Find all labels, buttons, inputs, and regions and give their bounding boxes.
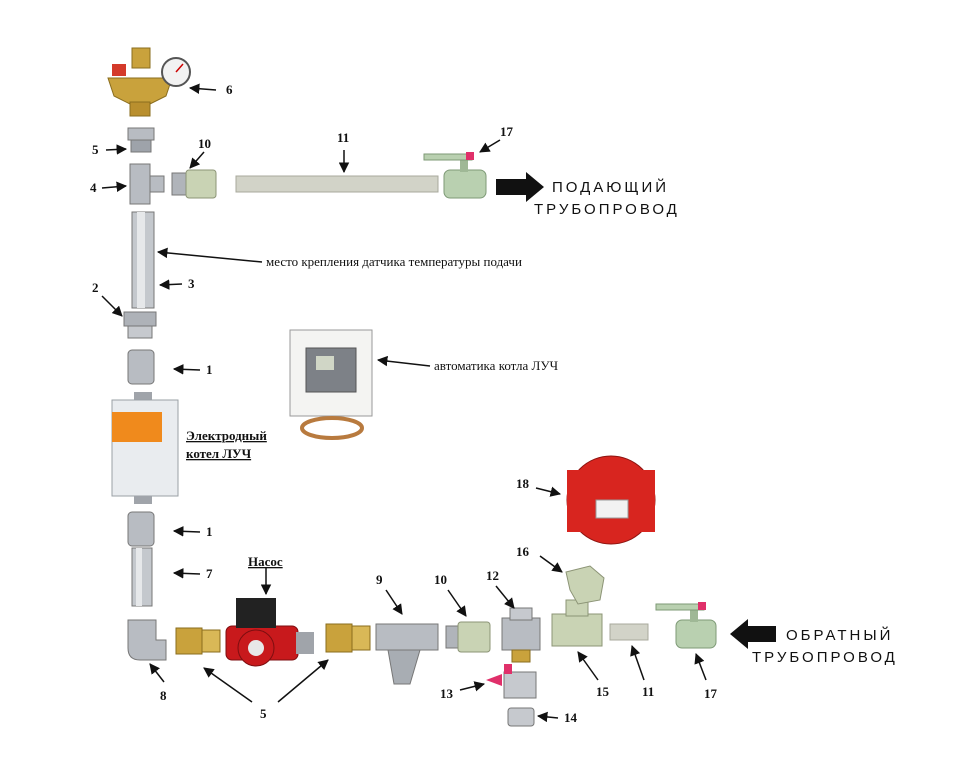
- label-15: 15: [596, 684, 610, 699]
- leader-arrows: [101, 83, 707, 723]
- supply-flow-arrow: [496, 172, 544, 202]
- label-13: 13: [440, 686, 454, 701]
- label-11-top: 11: [337, 130, 349, 145]
- adapter-10-bottom: [445, 621, 491, 653]
- label-5-bottom: 5: [260, 706, 267, 721]
- label-11-bottom: 11: [642, 684, 654, 699]
- label-3: 3: [188, 276, 195, 291]
- label-17-top: 17: [500, 124, 514, 139]
- return-flow-arrow: [730, 619, 776, 649]
- label-4: 4: [90, 180, 97, 195]
- nipple-5-right: [325, 623, 371, 653]
- label-16: 16: [516, 544, 530, 559]
- coupling-1-top: [127, 349, 155, 385]
- label-9: 9: [376, 572, 383, 587]
- label-14: 14: [564, 710, 578, 725]
- label-5-top: 5: [92, 142, 99, 157]
- supply-title-line1: ПОДАЮЩИЙ: [552, 178, 669, 196]
- sensor-sleeve-3: [131, 211, 155, 309]
- boiler-title-line1: Электродный: [186, 428, 267, 443]
- circulation-pump: [225, 598, 314, 667]
- automation-cabinet: [289, 329, 373, 440]
- pipe-11-bottom: [609, 623, 649, 641]
- nipple-5-top: [127, 127, 155, 153]
- label-10-top: 10: [198, 136, 211, 151]
- nipple-5-left: [175, 627, 221, 655]
- ball-valve-17-top: [423, 152, 487, 199]
- boiler-title-line2: котел ЛУЧ: [186, 446, 252, 461]
- supply-title-line2: ТРУБОПРОВОД: [534, 201, 680, 218]
- label-10-bottom: 10: [434, 572, 447, 587]
- pump-title: Насос: [248, 554, 283, 569]
- label-1-top: 1: [206, 362, 213, 377]
- label-7: 7: [206, 566, 213, 581]
- automation-note: автоматика котла ЛУЧ: [434, 358, 559, 373]
- pipe-11-top: [235, 175, 439, 193]
- expansion-tank-18: [566, 455, 656, 545]
- label-12: 12: [486, 568, 499, 583]
- nipple-7: [131, 547, 153, 607]
- label-17-bottom: 17: [704, 686, 718, 701]
- strainer-9: [375, 623, 439, 685]
- label-6: 6: [226, 82, 233, 97]
- label-1-bottom: 1: [206, 524, 213, 539]
- electrode-boiler: [111, 392, 179, 504]
- adapter-10-top: [171, 169, 217, 199]
- return-title-line1: ОБРАТНЫЙ: [786, 626, 893, 644]
- ball-valve-17-bottom: [655, 602, 717, 649]
- drain-valve-13: [486, 664, 537, 699]
- label-8: 8: [160, 688, 167, 703]
- sensor-note: место крепления датчика температуры пода…: [266, 254, 522, 269]
- union-2: [123, 311, 157, 339]
- coupling-1-bottom: [127, 511, 155, 547]
- label-18: 18: [516, 476, 530, 491]
- elbow-8: [127, 619, 167, 661]
- tee-4: [129, 163, 165, 205]
- safety-group-6: [107, 47, 191, 117]
- tee-12: [501, 607, 541, 663]
- elbow-16: [565, 565, 605, 605]
- label-2: 2: [92, 280, 99, 295]
- plug-14: [507, 707, 535, 727]
- tee-15: [551, 599, 603, 647]
- return-title-line2: ТРУБОПРОВОД: [752, 649, 898, 666]
